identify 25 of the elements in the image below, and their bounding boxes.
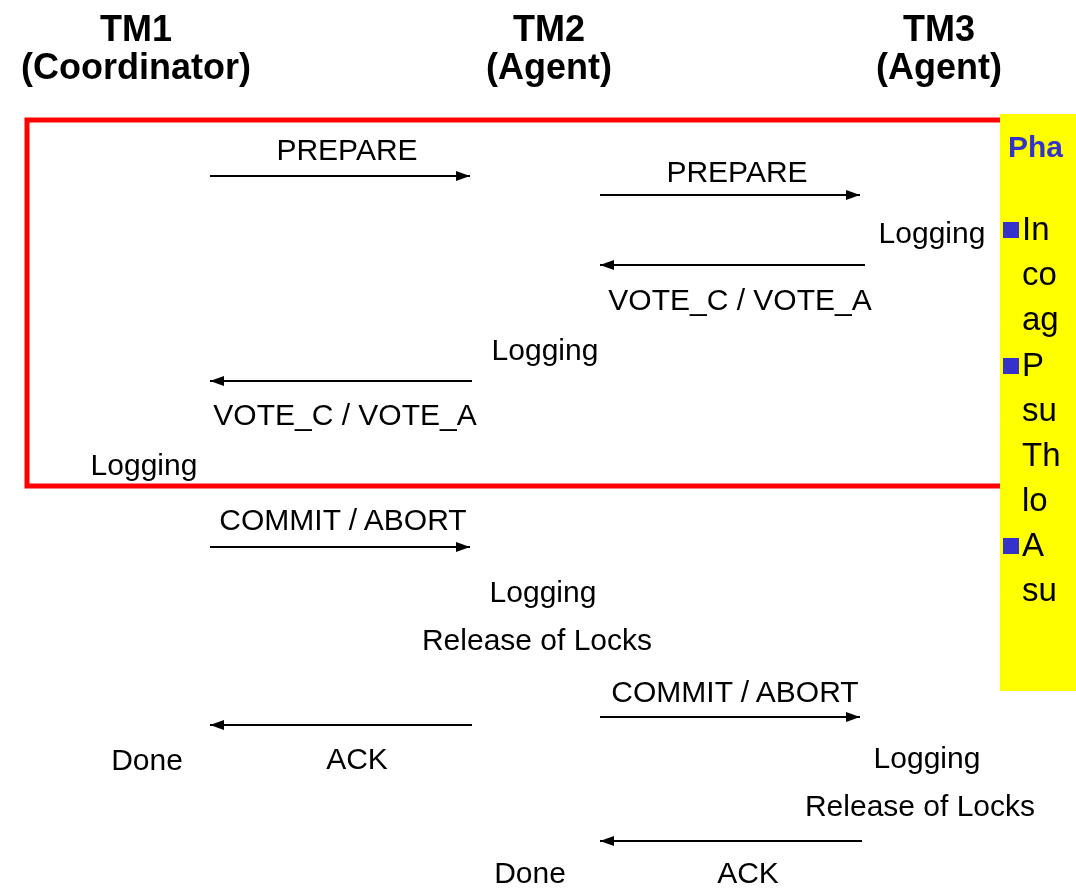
bullet-text: In co ag xyxy=(1022,209,1060,339)
message-label: PREPARE xyxy=(276,133,418,167)
bullet-text: P su Th lo xyxy=(1022,345,1062,520)
step-label: Logging xyxy=(491,333,599,367)
step-label: Release of Locks xyxy=(804,789,1036,823)
message-label: VOTE_C / VOTE_A xyxy=(213,398,477,432)
participant-heading: TM2 (Agent) xyxy=(485,10,613,86)
step-label: Done xyxy=(494,856,566,890)
message-label: ACK xyxy=(717,856,779,890)
step-label: Release of Locks xyxy=(421,623,653,657)
note-panel xyxy=(1000,114,1076,691)
step-label: Done xyxy=(111,743,183,777)
step-label: Logging xyxy=(90,448,198,482)
message-label: COMMIT / ABORT xyxy=(611,675,859,709)
participant-heading: TM1 (Coordinator) xyxy=(20,10,252,86)
step-label: Logging xyxy=(878,216,986,250)
step-label: Logging xyxy=(489,575,597,609)
message-label: VOTE_C / VOTE_A xyxy=(608,283,872,317)
message-label: COMMIT / ABORT xyxy=(219,503,467,537)
note-heading: Pha xyxy=(1008,129,1064,165)
participant-heading: TM3 (Agent) xyxy=(875,10,1003,86)
step-label: Logging xyxy=(873,741,981,775)
message-label: ACK xyxy=(326,742,388,776)
bullet-text: A su xyxy=(1022,525,1058,610)
message-label: PREPARE xyxy=(666,155,808,189)
